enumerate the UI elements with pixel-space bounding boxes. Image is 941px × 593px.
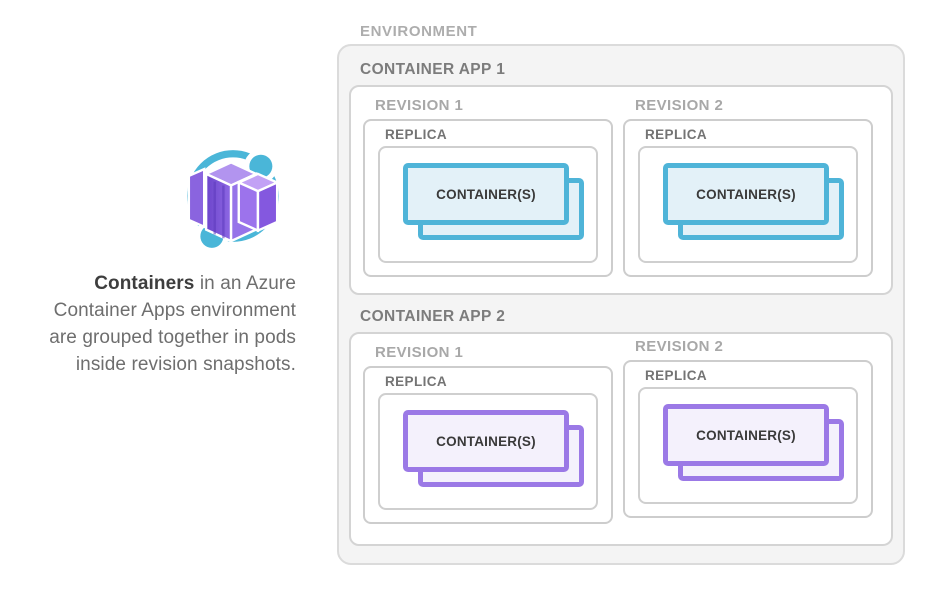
- environment-box: CONTAINER APP 1 REVISION 1 REPLICA CONTA…: [337, 44, 905, 565]
- app1-rev2-replica-label: REPLICA: [645, 127, 708, 142]
- app2-rev1-replica-box: CONTAINER(S): [378, 393, 598, 510]
- app1-revision-1-label: REVISION 1: [375, 97, 464, 114]
- container-app-1-box: REVISION 1 REPLICA CONTAINER(S) REVISION…: [349, 85, 893, 295]
- app1-revision-2-box: REPLICA CONTAINER(S): [623, 119, 873, 277]
- app2-revision-2-label: REVISION 2: [635, 338, 724, 355]
- caption-line-4: inside revision snapshots.: [75, 354, 296, 375]
- container-app-2-label: CONTAINER APP 2: [360, 308, 506, 325]
- app1-revision-1-box: REPLICA CONTAINER(S): [363, 119, 613, 277]
- container-app-2-box: REVISION 1 REPLICA CONTAINER(S) REVISION…: [349, 332, 893, 546]
- app2-rev2-replica-box: CONTAINER(S): [638, 387, 858, 504]
- app2-rev2-container-card: CONTAINER(S): [663, 404, 829, 466]
- app2-rev1-container-label: CONTAINER(S): [436, 433, 536, 449]
- app1-rev2-container-label: CONTAINER(S): [696, 186, 796, 202]
- environment-label: ENVIRONMENT: [360, 23, 478, 40]
- caption-line-2: Container Apps environment: [53, 300, 296, 321]
- app1-rev2-replica-box: CONTAINER(S): [638, 146, 858, 263]
- app2-revision-1-label: REVISION 1: [375, 344, 464, 361]
- app1-rev1-replica-label: REPLICA: [385, 127, 448, 142]
- app1-rev1-replica-box: CONTAINER(S): [378, 146, 598, 263]
- caption-line-3: are grouped together in pods: [49, 327, 296, 348]
- app1-rev1-container-card: CONTAINER(S): [403, 163, 569, 225]
- container-app-1-label: CONTAINER APP 1: [360, 61, 506, 78]
- app2-rev2-replica-label: REPLICA: [645, 368, 708, 383]
- app2-rev1-replica-label: REPLICA: [385, 374, 448, 389]
- caption-bold-word: Containers: [94, 273, 195, 294]
- app2-revision-2-box: REPLICA CONTAINER(S): [623, 360, 873, 518]
- caption-text: Containers in an Azure Container Apps en…: [8, 270, 296, 378]
- azure-container-apps-icon: [187, 149, 281, 249]
- app1-rev1-container-label: CONTAINER(S): [436, 186, 536, 202]
- app2-rev1-container-card: CONTAINER(S): [403, 410, 569, 472]
- app2-rev2-container-label: CONTAINER(S): [696, 427, 796, 443]
- app1-revision-2-label: REVISION 2: [635, 97, 724, 114]
- caption-line-1: Containers in an Azure: [94, 273, 296, 294]
- app2-revision-1-box: REPLICA CONTAINER(S): [363, 366, 613, 524]
- app1-rev2-container-card: CONTAINER(S): [663, 163, 829, 225]
